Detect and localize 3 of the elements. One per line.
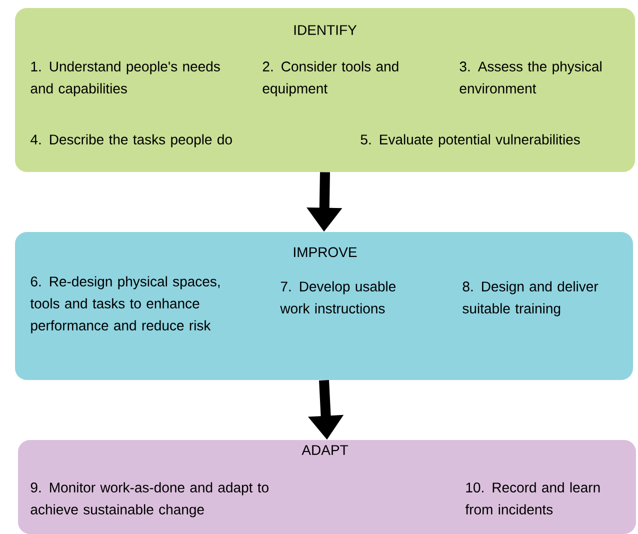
stage-box: IDENTIFY 1. Understand people's needs and capabilities 2. Consider tools and equipment 3. Assess the physical environment 4. Describe the tasks people do 5. Evaluate potential vulnerabilities: [15, 8, 635, 172]
stage-box: IMPROVE 6. Re-design physical spaces, tools and tasks to enhance performance and reduce risk 7. Develop usable work instructions 8. Design and deliver suitable training: [15, 232, 633, 380]
stage-box: ADAPT 9. Monitor work-as-done and adapt to achieve sustainable change 10. Record and learn from incidents: [18, 440, 636, 534]
